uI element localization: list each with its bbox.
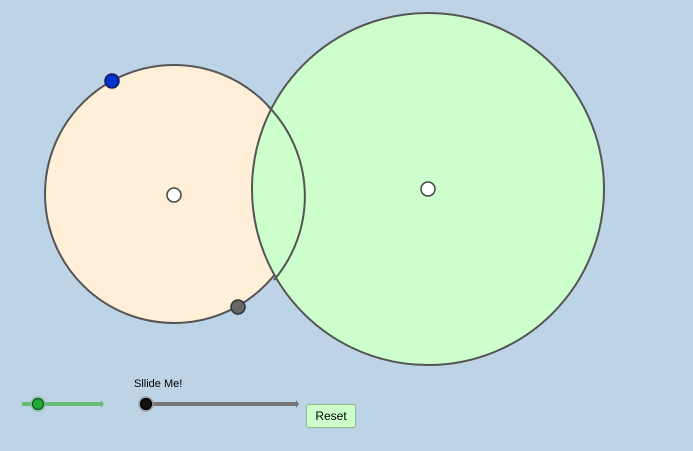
slide-me-slider-end-arrow [296, 400, 299, 408]
slider-caption: Sllide Me! [134, 378, 183, 390]
blue-point[interactable] [104, 73, 120, 89]
left-circle-overlap-arc [267, 105, 306, 281]
slide-me-slider[interactable] [138, 396, 299, 412]
green-slider-knob[interactable] [31, 397, 45, 411]
right-circle-center-point[interactable] [420, 181, 436, 197]
slide-me-slider-knob[interactable] [139, 397, 153, 411]
green-slider[interactable] [22, 396, 104, 412]
gray-point[interactable] [230, 299, 246, 315]
reset-button[interactable]: Reset [306, 404, 356, 428]
left-circle-center-point[interactable] [166, 187, 182, 203]
green-slider-end-arrow [101, 400, 104, 408]
